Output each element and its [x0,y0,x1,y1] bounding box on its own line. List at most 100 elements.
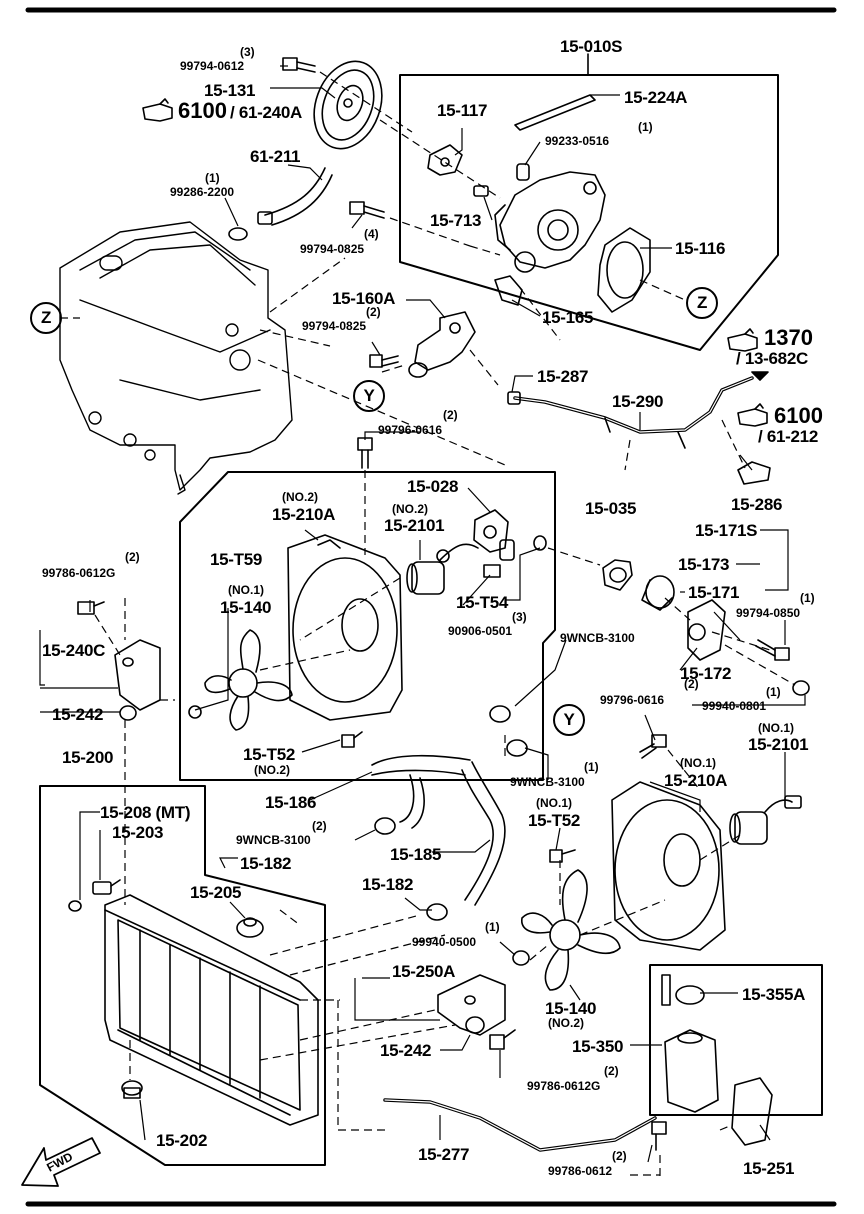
label-15-185: 15-185 [390,845,442,864]
clamp-9WNCB-a [489,705,511,723]
ref-6100-b: 6100 [774,403,823,428]
hose-15-185 [461,761,506,906]
reservoir-group-box [649,964,823,1116]
resistor-15-028 [473,509,515,561]
label-15-2101-no2: 15-2101 [384,516,445,535]
bolt-99796-0616a [357,437,373,469]
water-pump-15-010S [494,171,606,273]
drain-plug-15-203 [92,879,121,895]
cap-15-355A [661,974,705,1006]
part-15-224A [514,94,596,131]
gasket-15-116 [597,227,651,313]
ref-z-right: Z [696,293,708,312]
label-15-250A: 15-250A [392,962,456,981]
cover-15-172 [687,599,726,661]
fan-15-140-no1 [204,629,293,731]
label-15-T52-no1: 15-T52 [528,811,581,830]
no2-fan-shroud: (NO.2) [282,490,318,504]
no2-fan-motor: (NO.2) [392,502,428,516]
arrow-1370 [751,371,769,381]
label-99940-0500: 99940-0500 [412,935,477,949]
label-9WNCB-3100-c: 9WNCB-3100 [236,833,311,847]
ref-circle-y-top [353,380,385,412]
bracket-15-240C [114,639,161,711]
label-15-116: 15-116 [675,239,726,258]
clamp-15-286 [737,461,771,485]
label-15-035: 15-035 [585,499,637,518]
qty-90906-0501: (3) [512,610,527,624]
label-99794-0850: 99794-0850 [736,606,801,620]
label-15-202: 15-202 [156,1131,208,1150]
connector-15-T54 [483,564,501,578]
label-15-210A-no2: 15-210A [272,505,336,524]
bracket-15-251 [731,1077,773,1146]
thermostat-15-171 [641,575,675,611]
qty-99794-0825a: (4) [364,227,379,241]
label-15-277: 15-277 [418,1145,470,1164]
label-15-350: 15-350 [572,1037,624,1056]
no1-bolt: (NO.1) [536,796,572,810]
reservoir-15-350 [664,1029,719,1113]
label-15-286: 15-286 [731,495,783,514]
bolt-15-T52-no2 [341,731,363,748]
label-99786-0612: 99786-0612 [548,1164,613,1178]
label-15-173: 15-173 [678,555,730,574]
gasket-15-173 [602,559,633,591]
label-15-028: 15-028 [407,477,459,496]
label-15-713: 15-713 [430,211,482,230]
label-15-182-a: 15-182 [240,854,292,873]
label-15-287: 15-287 [537,367,589,386]
clamp-9WNCB-c [374,817,396,835]
label-15-251: 15-251 [743,1159,795,1178]
label-99786-0612G-a: 99786-0612G [42,566,116,580]
cushion-15-202 [121,1080,143,1099]
label-15-171S: 15-171S [695,521,758,540]
label-15-200: 15-200 [62,748,114,767]
ref-y-bottom: Y [563,710,575,729]
nut-99940-0500 [512,950,530,966]
radiator-cap-15-205 [236,917,264,938]
water-outlet-15-160A [408,311,476,378]
label-15-T52-no2: 15-T52 [243,745,296,764]
bolt-15-T52-no1 [549,849,576,863]
ref-61-240A: / 61-240A [230,103,302,122]
label-15-160A: 15-160A [332,289,396,308]
engine-block [59,221,293,495]
label-61-211: 61-211 [250,147,301,166]
bolt-99786-0612G-b [489,1029,516,1050]
hand-icon-6100a [142,98,173,122]
clamp-15-182 [426,903,448,921]
label-99794-0825b: 99794-0825 [302,319,367,333]
label-15-210A-no1: 15-210A [664,771,728,790]
cushion-15-242a [119,705,137,721]
qty-9WNCB-3100-c: (2) [312,819,327,833]
label-15-242-a: 15-242 [52,705,104,724]
bolt-99796-0616b [639,734,667,759]
radiator-group-box [39,785,326,1166]
label-15-2101-no1: 15-2101 [748,735,809,754]
water-pump-group-box [399,74,779,351]
hose-15-287 [507,391,521,405]
bolt-99786-0612 [651,1121,667,1151]
label-15-165: 15-165 [542,308,594,327]
bolt-99794-0825a [349,201,385,219]
qty-99786-0612G-a: (2) [125,550,140,564]
qty-99786-0612G-b: (2) [604,1064,619,1078]
bolt-99794-0612 [282,57,316,73]
ref-circle-z-right [686,287,718,319]
label-15-131: 15-131 [204,81,256,100]
label-15-203: 15-203 [112,823,164,842]
label-99233-0516: 99233-0516 [545,134,610,148]
label-15-242-b: 15-242 [380,1041,432,1060]
label-15-140-no2: 15-140 [545,999,597,1018]
qty-99794-0612: (3) [240,45,255,59]
label-15-T54: 15-T54 [456,593,509,612]
fwd-arrow [21,1137,101,1187]
no1-fan-motor: (NO.1) [758,721,794,735]
bolt-99786-0612G-a [77,601,105,615]
no1-fan-shroud: (NO.1) [680,756,716,770]
radiator [104,894,319,1126]
label-99940-0801: 99940-0801 [702,699,767,713]
qty-99794-0850: (1) [800,591,815,605]
